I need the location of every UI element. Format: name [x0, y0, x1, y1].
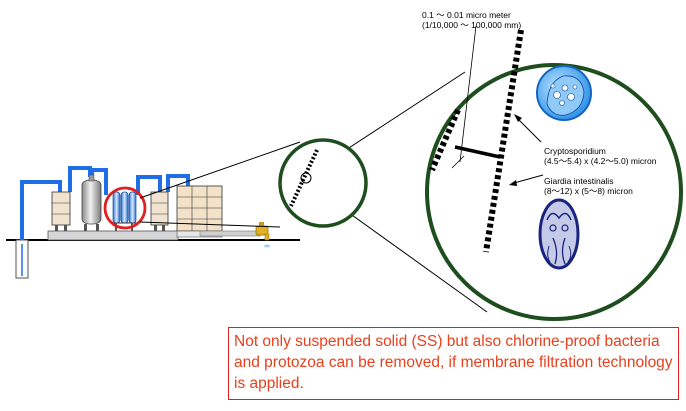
membrane-detail-circle [425, 25, 683, 321]
giardia-pointer [513, 174, 544, 184]
pore-size-leader [459, 25, 477, 163]
membrane-highlight-circle [103, 186, 147, 230]
crypto-pointer [517, 118, 542, 143]
pore-size-label: 0.1 ～ 0.01 micro meter [422, 10, 511, 20]
pore-size-mm-label: (1/10,000 ～ 100,000 mm) [422, 20, 522, 30]
giardia-label: Giardia intestinalis [544, 176, 614, 186]
cryptosporidium-icon [536, 65, 592, 121]
giardia-size-label: (8～12) x (5～8) micron [544, 186, 633, 196]
membrane-zoom-circle [278, 138, 368, 228]
plant-schematic [6, 166, 300, 279]
focus-point [300, 172, 312, 184]
tank-2 [150, 191, 169, 226]
pipe-membrane-to-tank2 [136, 175, 162, 195]
tank-1 [51, 191, 71, 226]
storage-tank [176, 185, 223, 238]
cryptosporidium-label: Cryptosporidium [544, 146, 606, 156]
outlet-pipe [199, 230, 261, 237]
note-box: Not only suspended solid (SS) but also c… [228, 327, 679, 400]
giardia-icon [538, 198, 580, 270]
note-text: Not only suspended solid (SS) but also c… [234, 333, 673, 392]
membrane-wall-left [429, 108, 461, 172]
membrane-wall-right [483, 29, 524, 253]
membrane-modules [111, 191, 138, 231]
pressure-vessel [81, 179, 102, 225]
pore-gap-bar [454, 145, 501, 159]
pipe-well-to-tank1 [20, 180, 62, 240]
pipe-pressure-to-membrane [90, 168, 108, 195]
cryptosporidium-size-label: (4.5～5.4) x (4.2～5.0) micron [544, 156, 657, 166]
base-platform [47, 230, 179, 241]
